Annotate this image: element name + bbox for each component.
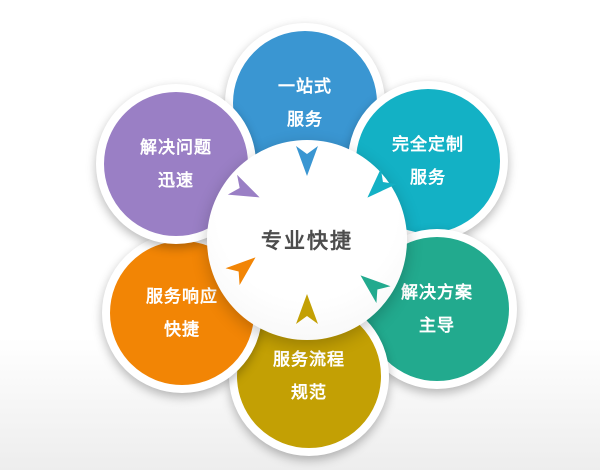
petal-label-line2: 服务 <box>287 110 323 129</box>
petal-label: 解决问题 迅速 <box>140 131 212 197</box>
arrow-from-top-icon <box>296 146 318 176</box>
petal-label-line2: 规范 <box>291 383 327 402</box>
petal-label-line1: 完全定制 <box>392 134 464 154</box>
arrow-from-bottom-icon <box>296 294 318 324</box>
petal-label-line1: 解决方案 <box>401 282 473 302</box>
center-label: 专业快捷 <box>261 230 353 253</box>
arrow-from-bottom-left-icon <box>225 257 256 286</box>
petal-label-line2: 快捷 <box>164 320 200 339</box>
arrow-from-top-left-icon <box>227 174 260 198</box>
arrow-from-top-right-icon <box>367 168 397 198</box>
petal-label-line1: 一站式 <box>278 76 332 96</box>
petal-label-line2: 服务 <box>410 168 446 187</box>
petal-label-line1: 解决问题 <box>140 137 212 157</box>
petal-label-line2: 迅速 <box>158 171 194 190</box>
petal-label: 解决方案 主导 <box>401 276 473 342</box>
petal-label: 服务流程 规范 <box>273 343 345 409</box>
petal-label-line1: 服务响应 <box>146 286 218 306</box>
petal-label-line1: 服务流程 <box>273 349 345 369</box>
petal-label: 服务响应 快捷 <box>146 280 218 346</box>
petal-label-line2: 主导 <box>419 316 455 335</box>
arrow-from-bottom-right-icon <box>360 275 391 304</box>
center-circle: 专业快捷 <box>207 140 407 340</box>
petal-label: 完全定制 服务 <box>392 128 464 194</box>
petal-label: 一站式 服务 <box>278 70 332 136</box>
